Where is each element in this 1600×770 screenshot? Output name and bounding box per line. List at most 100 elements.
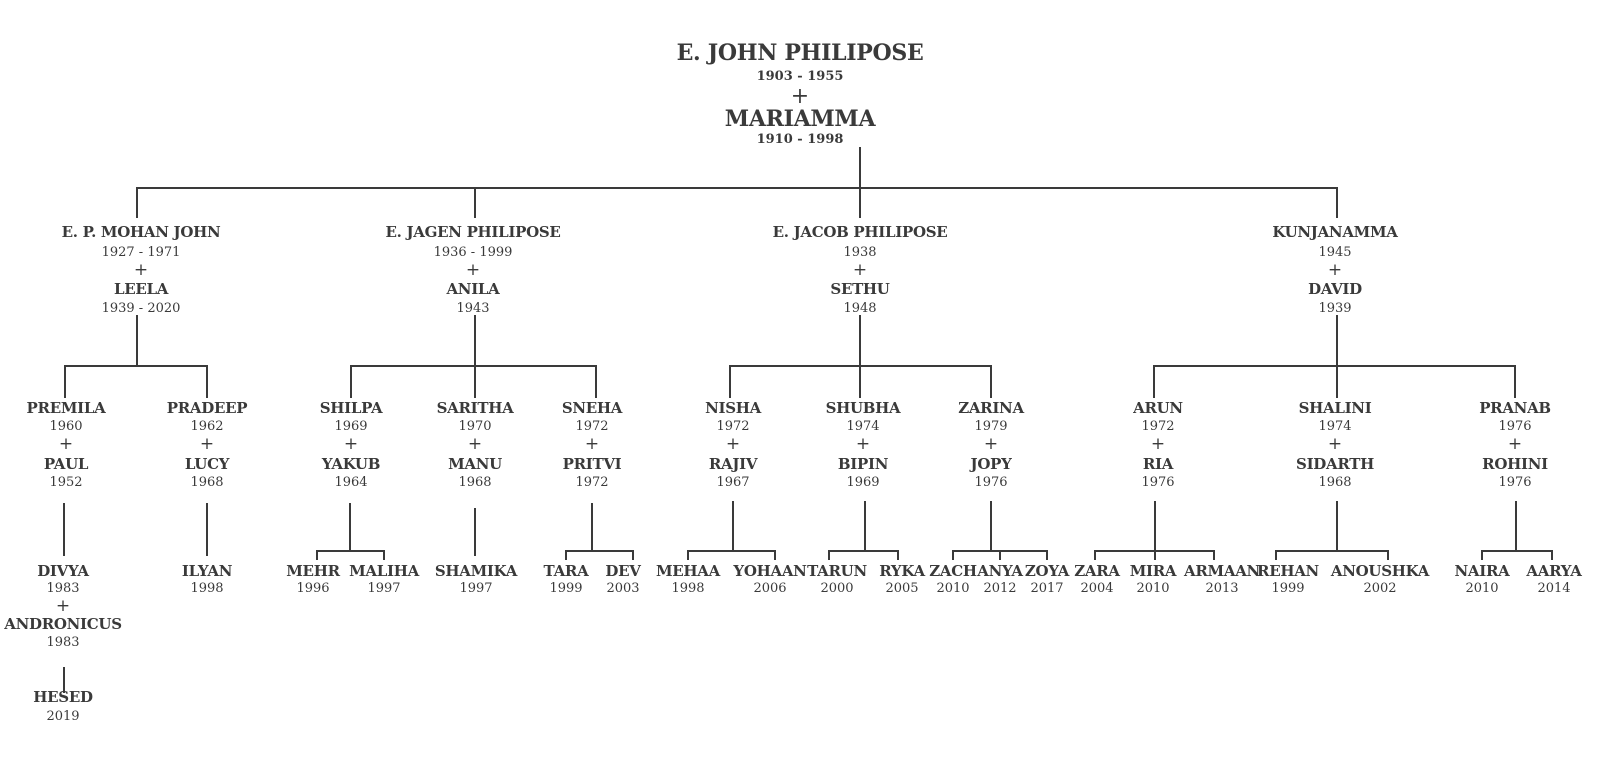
spouse-name: LUCY [184,455,230,473]
person-name: MEHR [286,562,340,580]
person-name: E. JACOB PHILIPOSE [772,223,948,241]
person-years: 1999 [1271,581,1305,596]
person-years: 2003 [606,581,640,596]
person-years: 2002 [1363,581,1397,596]
root-spouse-name: MARIAMMA [724,106,876,132]
person-name: SHALINI [1298,399,1372,417]
person-name: E. JAGEN PHILIPOSE [385,223,561,241]
person-name: PRANAB [1479,399,1551,417]
spouse-plus: + [855,434,871,454]
spouse-years: 1943 [456,301,490,316]
person-years: 1976 [1498,419,1532,434]
person-years: 2010 [1136,581,1170,596]
spouse-name: YAKUB [321,455,381,473]
spouse-years: 1972 [575,475,609,490]
spouse-years: 1976 [1498,475,1532,490]
spouse-plus: + [852,260,868,280]
spouse-years: 1976 [974,475,1008,490]
person-name: SHUBHA [825,399,901,417]
person-name: TARUN [807,562,867,580]
root-years: 1903 - 1955 [756,69,844,84]
person-name: ANYA [977,562,1023,580]
person-name: ZARINA [958,399,1024,417]
person-years: 2004 [1080,581,1114,596]
person-years: 2010 [1465,581,1499,596]
spouse-years: 1976 [1141,475,1175,490]
spouse-years: 1948 [843,301,877,316]
person-name: NISHA [705,399,761,417]
person-name: AARYA [1526,562,1582,580]
spouse-name: BIPIN [837,455,889,473]
root-plus: + [790,84,810,109]
person-years: 1974 [846,419,880,434]
spouse-plus: + [584,434,600,454]
spouse-years: 1968 [458,475,492,490]
person-years: 2013 [1205,581,1239,596]
person-years: 1997 [367,581,401,596]
person-name: ILYAN [181,562,233,580]
person-years: 1997 [459,581,493,596]
spouse-plus: + [58,434,74,454]
spouse-plus: + [343,434,359,454]
person-name: DIVYA [37,562,89,580]
spouse-plus: + [1327,434,1343,454]
person-name: MALIHA [349,562,419,580]
spouse-plus: + [1327,260,1343,280]
spouse-name: PAUL [43,455,89,473]
person-years: 1945 [1318,245,1352,260]
spouse-name: SETHU [830,280,890,298]
person-years: 2010 [936,581,970,596]
person-years: 2000 [820,581,854,596]
spouse-years: 1969 [846,475,880,490]
spouse-plus: + [199,434,215,454]
person-years: 1974 [1318,419,1352,434]
spouse-years: 1939 - 2020 [101,301,181,316]
person-name: RYKA [879,562,925,580]
spouse-years: 1964 [334,475,368,490]
spouse-years: 1968 [190,475,224,490]
person-years: 1972 [1141,419,1175,434]
spouse-plus: + [725,434,741,454]
person-years: 1969 [334,419,368,434]
person-years: 2012 [983,581,1017,596]
person-years: 2006 [753,581,787,596]
spouse-years: 1939 [1318,301,1352,316]
person-name: TARA [543,562,589,580]
person-years: 2017 [1030,581,1064,596]
person-years: 1962 [190,419,224,434]
spouse-name: RAJIV [708,455,758,473]
root-spouse-years: 1910 - 1998 [756,132,844,147]
person-name: ZOYA [1024,562,1070,580]
person-name: SARITHA [436,399,514,417]
person-name: E. P. MOHAN JOHN [61,223,221,241]
spouse-name: RIA [1142,455,1174,473]
person-years: 1972 [575,419,609,434]
spouse-years: 1952 [49,475,83,490]
person-years: 1983 [46,581,80,596]
spouse-name: JOPY [970,455,1012,473]
person-name: SNEHA [561,399,623,417]
spouse-plus: + [983,434,999,454]
spouse-plus: + [55,596,71,616]
person-years: 1998 [671,581,705,596]
person-years: 1960 [49,419,83,434]
person-years: 2019 [46,709,80,724]
person-years: 2005 [885,581,919,596]
spouse-name: LEELA [113,280,169,298]
person-years: 1999 [549,581,583,596]
person-years: 1927 - 1971 [101,245,181,260]
person-name: REHAN [1257,562,1319,580]
person-name: NAIRA [1454,562,1510,580]
spouse-plus: + [1507,434,1523,454]
person-years: 1972 [716,419,750,434]
person-name: MEHAA [656,562,720,580]
spouse-name: DAVID [1308,280,1362,298]
person-name: MIRA [1129,562,1177,580]
spouse-years: 1968 [1318,475,1352,490]
person-years: 1996 [296,581,330,596]
spouse-years: 1967 [716,475,750,490]
person-name: SHILPA [319,399,383,417]
spouse-name: MANU [448,455,502,473]
